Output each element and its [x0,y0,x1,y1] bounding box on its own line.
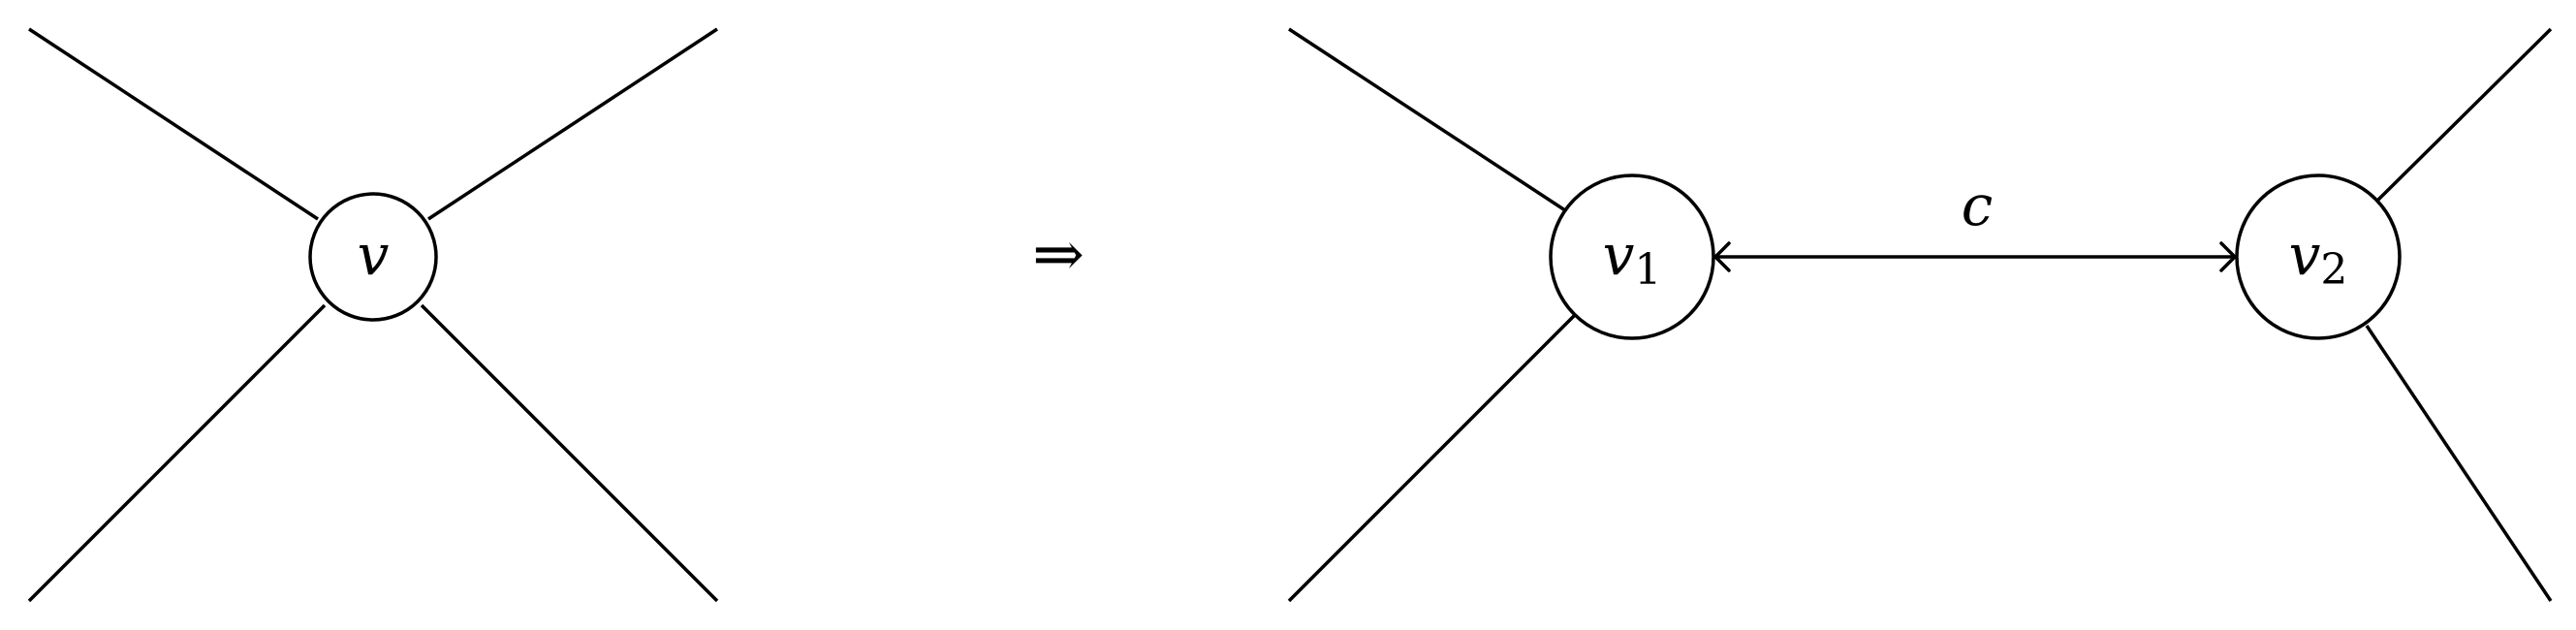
left-vertex-v [308,192,438,322]
v1-label-subscript: 1 [1634,245,1661,295]
edge-c-arrowhead-right [2219,241,2237,272]
right-vertex-v2 [2235,173,2402,340]
left-edge-upper-right [427,27,718,221]
left-edge-lower-left [27,303,327,603]
edge-c-label: c [1962,173,1993,238]
right-vertex-v1 [1549,173,1715,340]
left-edge-lower-right [420,303,719,603]
v2-edge-upper-right [2376,27,2553,202]
transform-arrow-symbol: ⇒ [1032,219,1084,291]
v1-edge-upper-left [1288,27,1569,214]
left-graph: v [27,27,719,603]
v2-label-base: v [2289,222,2321,288]
edge-c-arrowhead-left [1713,241,1731,272]
v1-label: v1 [1603,222,1662,295]
right-graph: c v1 v2 [1287,27,2553,603]
left-vertex-label: v [358,222,390,288]
v1-label-base: v [1603,222,1635,288]
left-edge-upper-left [28,27,319,221]
v1-edge-lower-left [1287,313,1577,603]
v2-label-subscript: 2 [2320,245,2347,295]
v2-label: v2 [2289,222,2348,295]
v2-edge-lower-right [2365,325,2553,602]
